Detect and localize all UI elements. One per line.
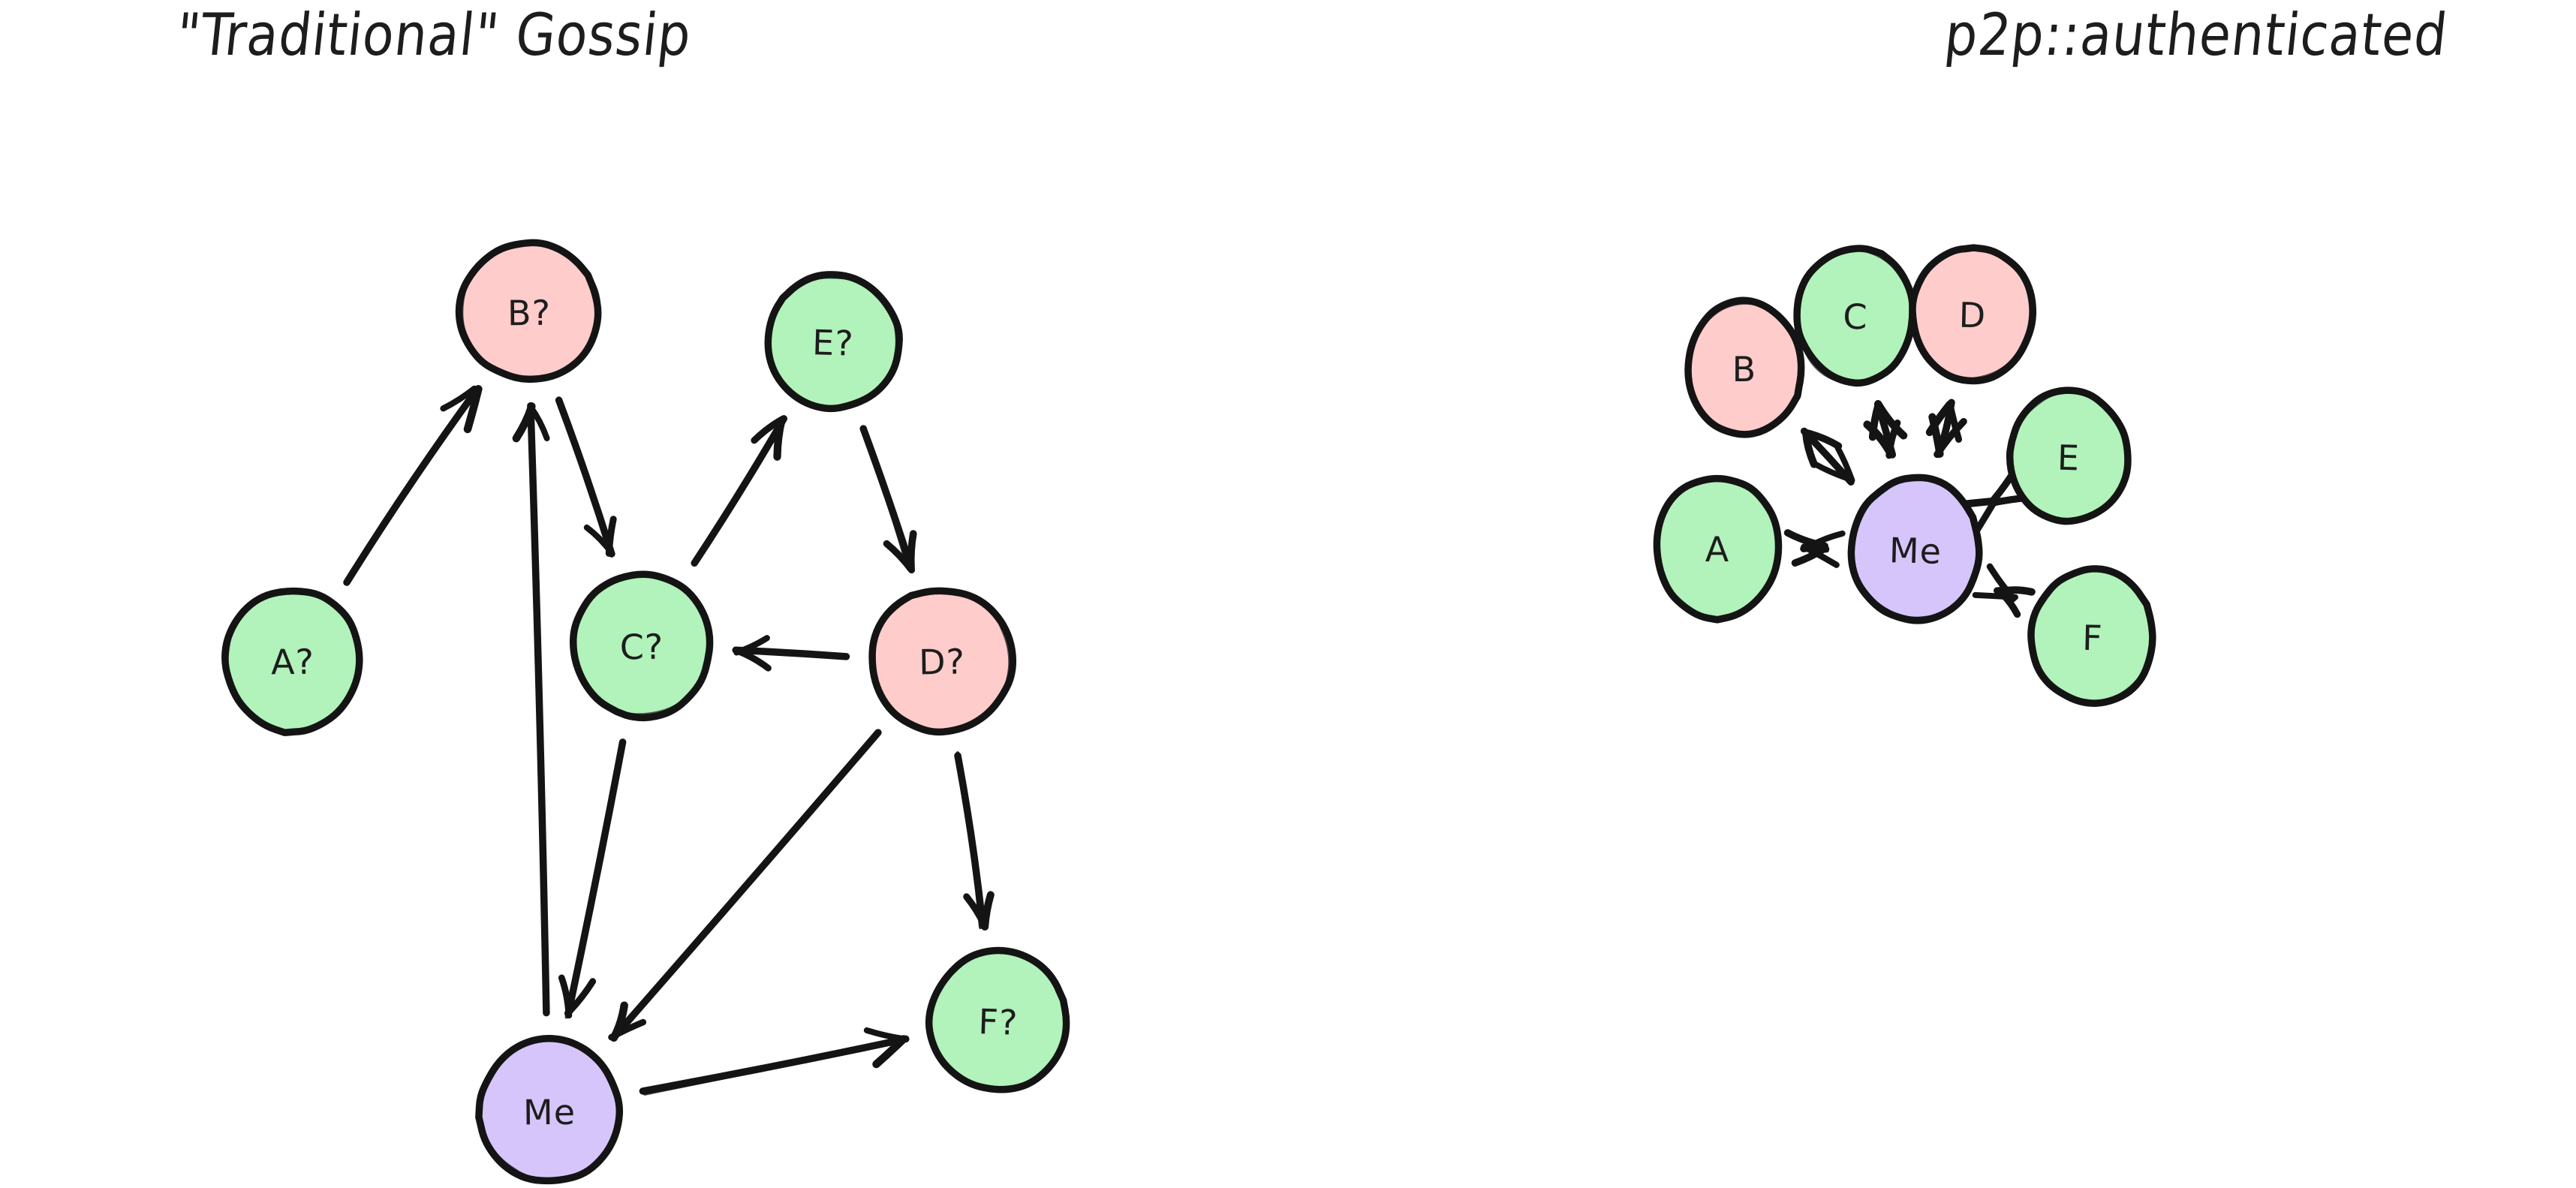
node-label-e: E? [811, 322, 854, 364]
node-f[interactable]: F [2027, 565, 2156, 707]
edge-me-to-a [1783, 529, 1846, 568]
node-outline-second-pass [1796, 248, 1915, 384]
node-fill [573, 575, 711, 717]
node-label-b: B [1732, 349, 1757, 389]
edge-me-to-b [1800, 427, 1855, 486]
node-fill [1851, 477, 1979, 621]
node-fill [1656, 478, 1778, 619]
node-label-d: D [1958, 295, 1987, 336]
node-outline-second-pass [571, 571, 712, 717]
edge-c-to-me [558, 738, 627, 1019]
node-fill [1797, 248, 1914, 383]
node-e[interactable]: E [2006, 386, 2132, 525]
node-label-e: E [2057, 438, 2081, 479]
node-label-me: Me [523, 1092, 576, 1133]
edge-me-to-b [512, 402, 550, 1017]
node-fill [766, 273, 898, 409]
graph-p2p-authenticated: A B C D E F Me [1653, 244, 2156, 707]
edge-e-to-d [859, 425, 917, 574]
node-outline-second-pass [2030, 567, 2154, 703]
node-layer: A? B? C? D? E? F? Me [221, 239, 1070, 1185]
node-label-a: A? [271, 642, 315, 683]
node-outline-second-pass [928, 950, 1068, 1093]
node-outline-second-pass [1686, 301, 1802, 438]
panel-traditional-gossip: "Traditional" Gossip A?B?C?D?E?F?Me [173, 2, 1070, 1185]
node-label-b: B? [507, 293, 551, 334]
node-fill [460, 243, 598, 381]
node-label-d: D? [919, 642, 966, 683]
node-fill [225, 589, 360, 732]
node-label-f: F [2082, 618, 2104, 659]
node-d[interactable]: D [1909, 244, 2037, 385]
node-c[interactable]: C [1793, 245, 1916, 387]
node-fill [1687, 301, 1801, 435]
node-outline-second-pass [1909, 245, 2033, 381]
node-outline-second-pass [766, 275, 899, 412]
node-fill [930, 950, 1067, 1091]
node-label-c: C? [619, 627, 664, 668]
node-a[interactable]: A [1653, 474, 1783, 624]
edge-c-to-e [691, 415, 788, 567]
node-a[interactable]: A? [221, 587, 363, 736]
node-label-f: F? [978, 1001, 1019, 1043]
node-layer: A B C D E F Me [1653, 244, 2156, 707]
node-c[interactable]: C? [569, 570, 714, 722]
edge-layer [343, 385, 995, 1096]
node-outline-second-pass [225, 588, 362, 733]
edge-d-to-f [954, 751, 995, 931]
node-me[interactable]: Me [475, 1034, 624, 1185]
node-outline-second-pass [1851, 475, 1982, 620]
edge-a-to-b [343, 385, 483, 586]
node-outline-second-pass [868, 588, 1012, 732]
node-f[interactable]: F? [925, 946, 1070, 1093]
node-label-c: C [1843, 296, 1868, 338]
node-b[interactable]: B? [455, 239, 602, 383]
edge-b-to-c [555, 396, 617, 558]
edge-layer [1783, 399, 2040, 618]
node-outline-second-pass [2009, 389, 2130, 524]
node-fill [1911, 248, 2033, 380]
node-outline-second-pass [477, 1037, 620, 1183]
edge-me-to-d [1925, 399, 1967, 459]
node-outline-second-pass [1655, 476, 1780, 620]
node-fill [2031, 570, 2153, 705]
edge-me-to-f [1972, 563, 2036, 618]
edge-me-to-f [639, 1027, 910, 1096]
node-label-me: Me [1888, 530, 1942, 572]
node-e[interactable]: E? [764, 271, 903, 413]
node-label-a: A [1705, 529, 1730, 570]
node-outline-second-pass [460, 242, 601, 382]
node-fill [2009, 389, 2128, 522]
graph-traditional-gossip: A? B? C? D? E? F? Me [221, 239, 1070, 1185]
node-d[interactable]: D? [868, 587, 1017, 736]
edge-me-to-c [1863, 400, 1908, 459]
edge-d-to-me [608, 729, 882, 1042]
node-b[interactable]: B [1684, 296, 1805, 438]
node-fill [480, 1038, 620, 1181]
node-fill [870, 590, 1013, 732]
edge-d-to-c [732, 635, 850, 672]
node-me[interactable]: Me [1847, 474, 1983, 624]
